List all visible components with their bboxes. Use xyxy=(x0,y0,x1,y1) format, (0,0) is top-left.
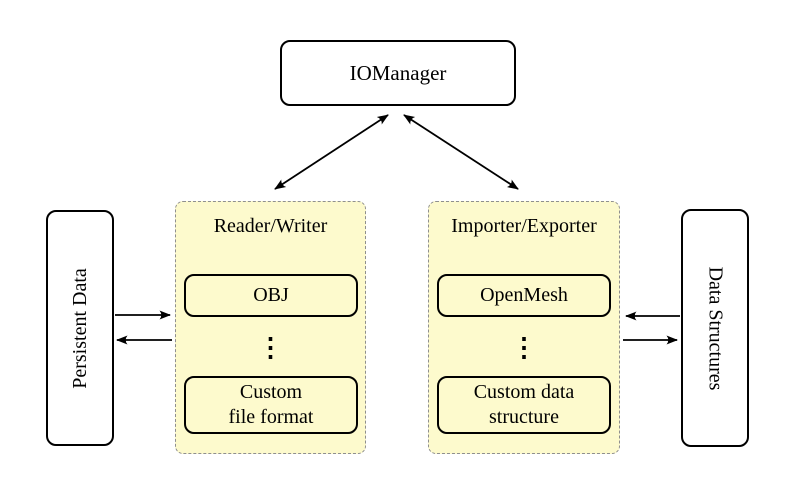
openmesh-label: OpenMesh xyxy=(480,283,568,306)
group-reader-writer: Reader/Writer OBJ ⋮ Custom file format xyxy=(175,201,366,454)
vertical-ellipsis: ⋮ xyxy=(257,333,284,362)
node-persistent-data: Persistent Data xyxy=(46,210,114,446)
data-structures-label: Data Structures xyxy=(704,266,727,390)
custom-file-format-line2: file format xyxy=(228,406,314,428)
custom-data-structure-line1: Custom data xyxy=(473,380,575,403)
importer-exporter-title: Importer/Exporter xyxy=(451,215,597,237)
node-custom-data-structure: Custom data structure xyxy=(437,376,611,434)
arrow-iomanager-reader-writer xyxy=(274,114,389,190)
node-obj: OBJ xyxy=(184,274,358,317)
group-importer-exporter: Importer/Exporter OpenMesh ⋮ Custom data… xyxy=(428,201,620,454)
vertical-ellipsis: ⋮ xyxy=(511,333,537,362)
node-iomanager: IOManager xyxy=(280,40,516,106)
node-data-structures: Data Structures xyxy=(681,209,749,447)
custom-file-format-line1: Custom xyxy=(239,380,303,403)
reader-writer-title: Reader/Writer xyxy=(213,215,328,237)
node-openmesh: OpenMesh xyxy=(437,274,611,317)
obj-label: OBJ xyxy=(253,283,289,306)
iomanager-label: IOManager xyxy=(349,60,447,85)
custom-data-structure-line2: structure xyxy=(489,406,559,428)
persistent-data-label: Persistent Data xyxy=(68,267,91,389)
arrow-iomanager-importer-exporter xyxy=(403,114,519,190)
node-custom-file-format: Custom file format xyxy=(184,376,358,434)
